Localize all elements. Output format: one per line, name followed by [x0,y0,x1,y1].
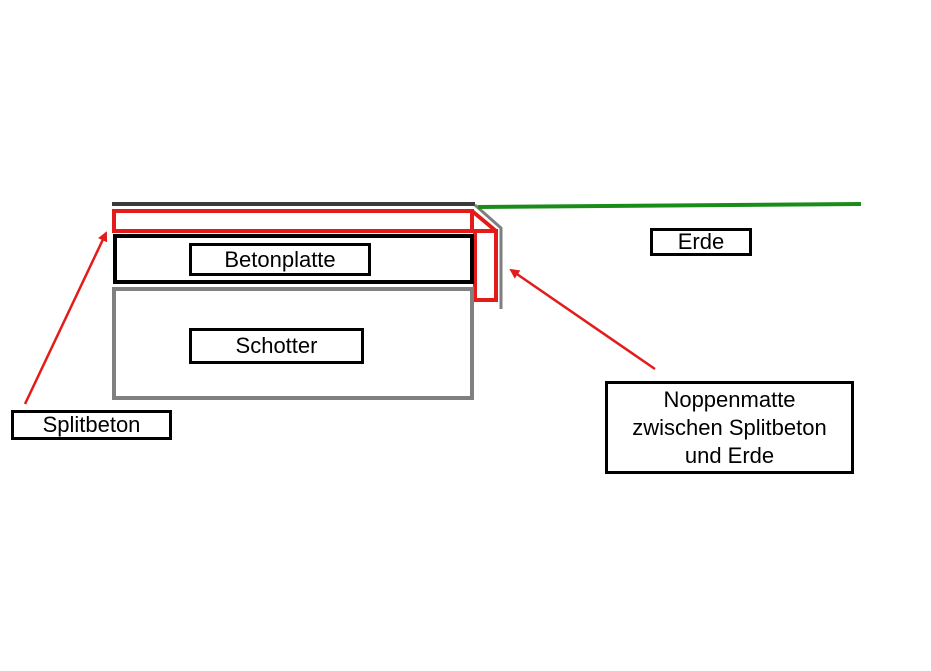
betonplatte-block [113,234,474,284]
noppenmatte-label: Noppenmatte zwischen Splitbeton und Erde [605,381,854,474]
ground-line [477,202,862,209]
erde-label: Erde [650,228,752,256]
splitbeton-label-text: Splitbeton [42,412,141,437]
betonplatte-label-text: Betonplatte [224,246,336,272]
splitbeton-layer-top [112,209,474,233]
schotter-block [112,287,474,400]
noppenmatte-line [474,203,503,309]
noppenmatte-label-line2: zwischen Splitbeton [632,414,827,440]
splitbeton-label: Splitbeton [11,410,172,440]
noppenmatte-label-line3: und Erde [684,442,775,468]
noppenmatte-label-line1: Noppenmatte [663,386,796,412]
schotter-label: Schotter [189,328,364,364]
schotter-label-text: Schotter [235,333,318,358]
erde-label-text: Erde [677,229,725,254]
splitbeton-layer-side [473,229,498,302]
noppenmatte-arrow [509,268,656,371]
splitbeton-corner [470,209,498,233]
splitbeton-arrow [23,231,108,405]
betonplatte-label: Betonplatte [189,243,371,276]
